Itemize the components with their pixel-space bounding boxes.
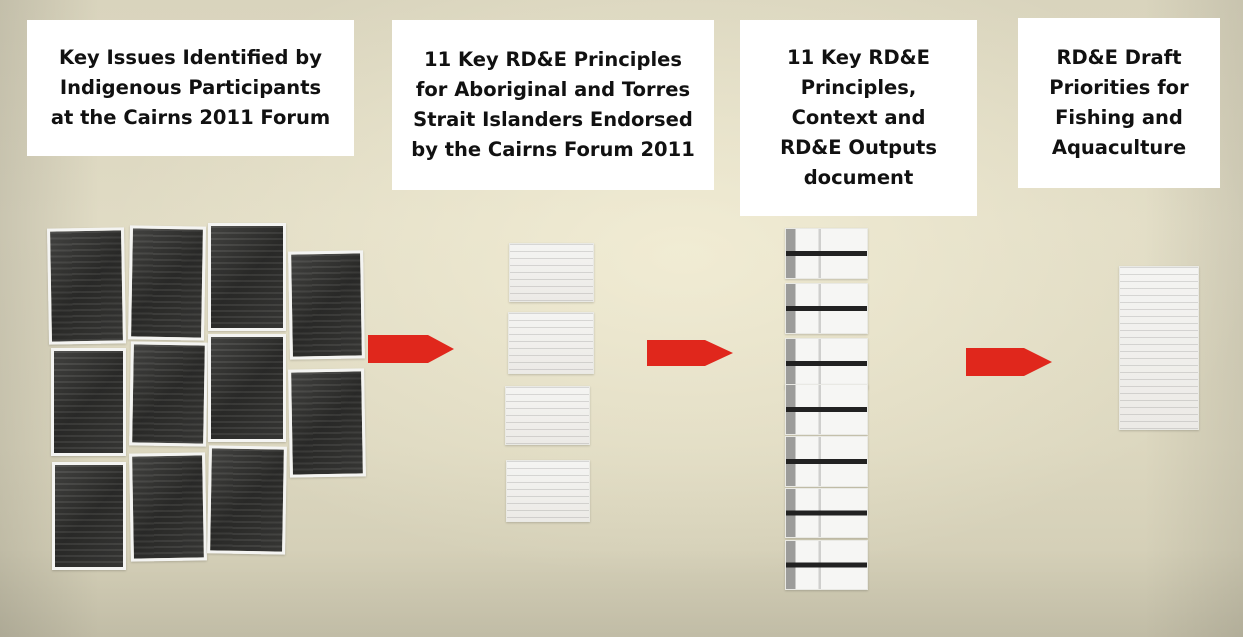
draft-priorities-page: [1119, 266, 1199, 430]
document-page: [785, 488, 868, 538]
handwritten-note-sheet: [46, 227, 127, 345]
principle-card: [508, 312, 594, 374]
label-principles-endorsed: 11 Key RD&E Principles for Aboriginal an…: [392, 20, 714, 190]
handwritten-note-sheet: [52, 462, 126, 570]
label-key-issues: Key Issues Identified by Indigenous Part…: [27, 20, 354, 156]
principle-card: [509, 243, 594, 302]
document-page: [785, 338, 868, 389]
document-page: [785, 436, 868, 487]
arrow-right-icon: [647, 340, 733, 366]
handwritten-note-sheet: [208, 334, 286, 442]
handwritten-note-sheet: [128, 225, 206, 341]
arrow-right-icon: [966, 348, 1052, 376]
handwritten-note-sheet: [129, 452, 207, 562]
document-page: [785, 540, 868, 590]
handwritten-note-sheet: [208, 223, 286, 331]
principle-card: [506, 460, 590, 522]
handwritten-note-sheet: [129, 341, 208, 447]
document-page: [785, 384, 868, 435]
handwritten-note-sheet: [288, 368, 366, 478]
handwritten-note-sheet: [51, 348, 126, 456]
principle-card: [505, 386, 590, 445]
arrow-right-icon: [368, 335, 454, 363]
document-page: [785, 283, 868, 334]
label-principles-context: 11 Key RD&E Principles, Context and RD&E…: [740, 20, 977, 216]
handwritten-note-sheet: [288, 250, 365, 360]
label-draft-priorities: RD&E Draft Priorities for Fishing and Aq…: [1018, 18, 1220, 188]
document-page: [785, 228, 868, 279]
handwritten-note-sheet: [207, 445, 287, 555]
